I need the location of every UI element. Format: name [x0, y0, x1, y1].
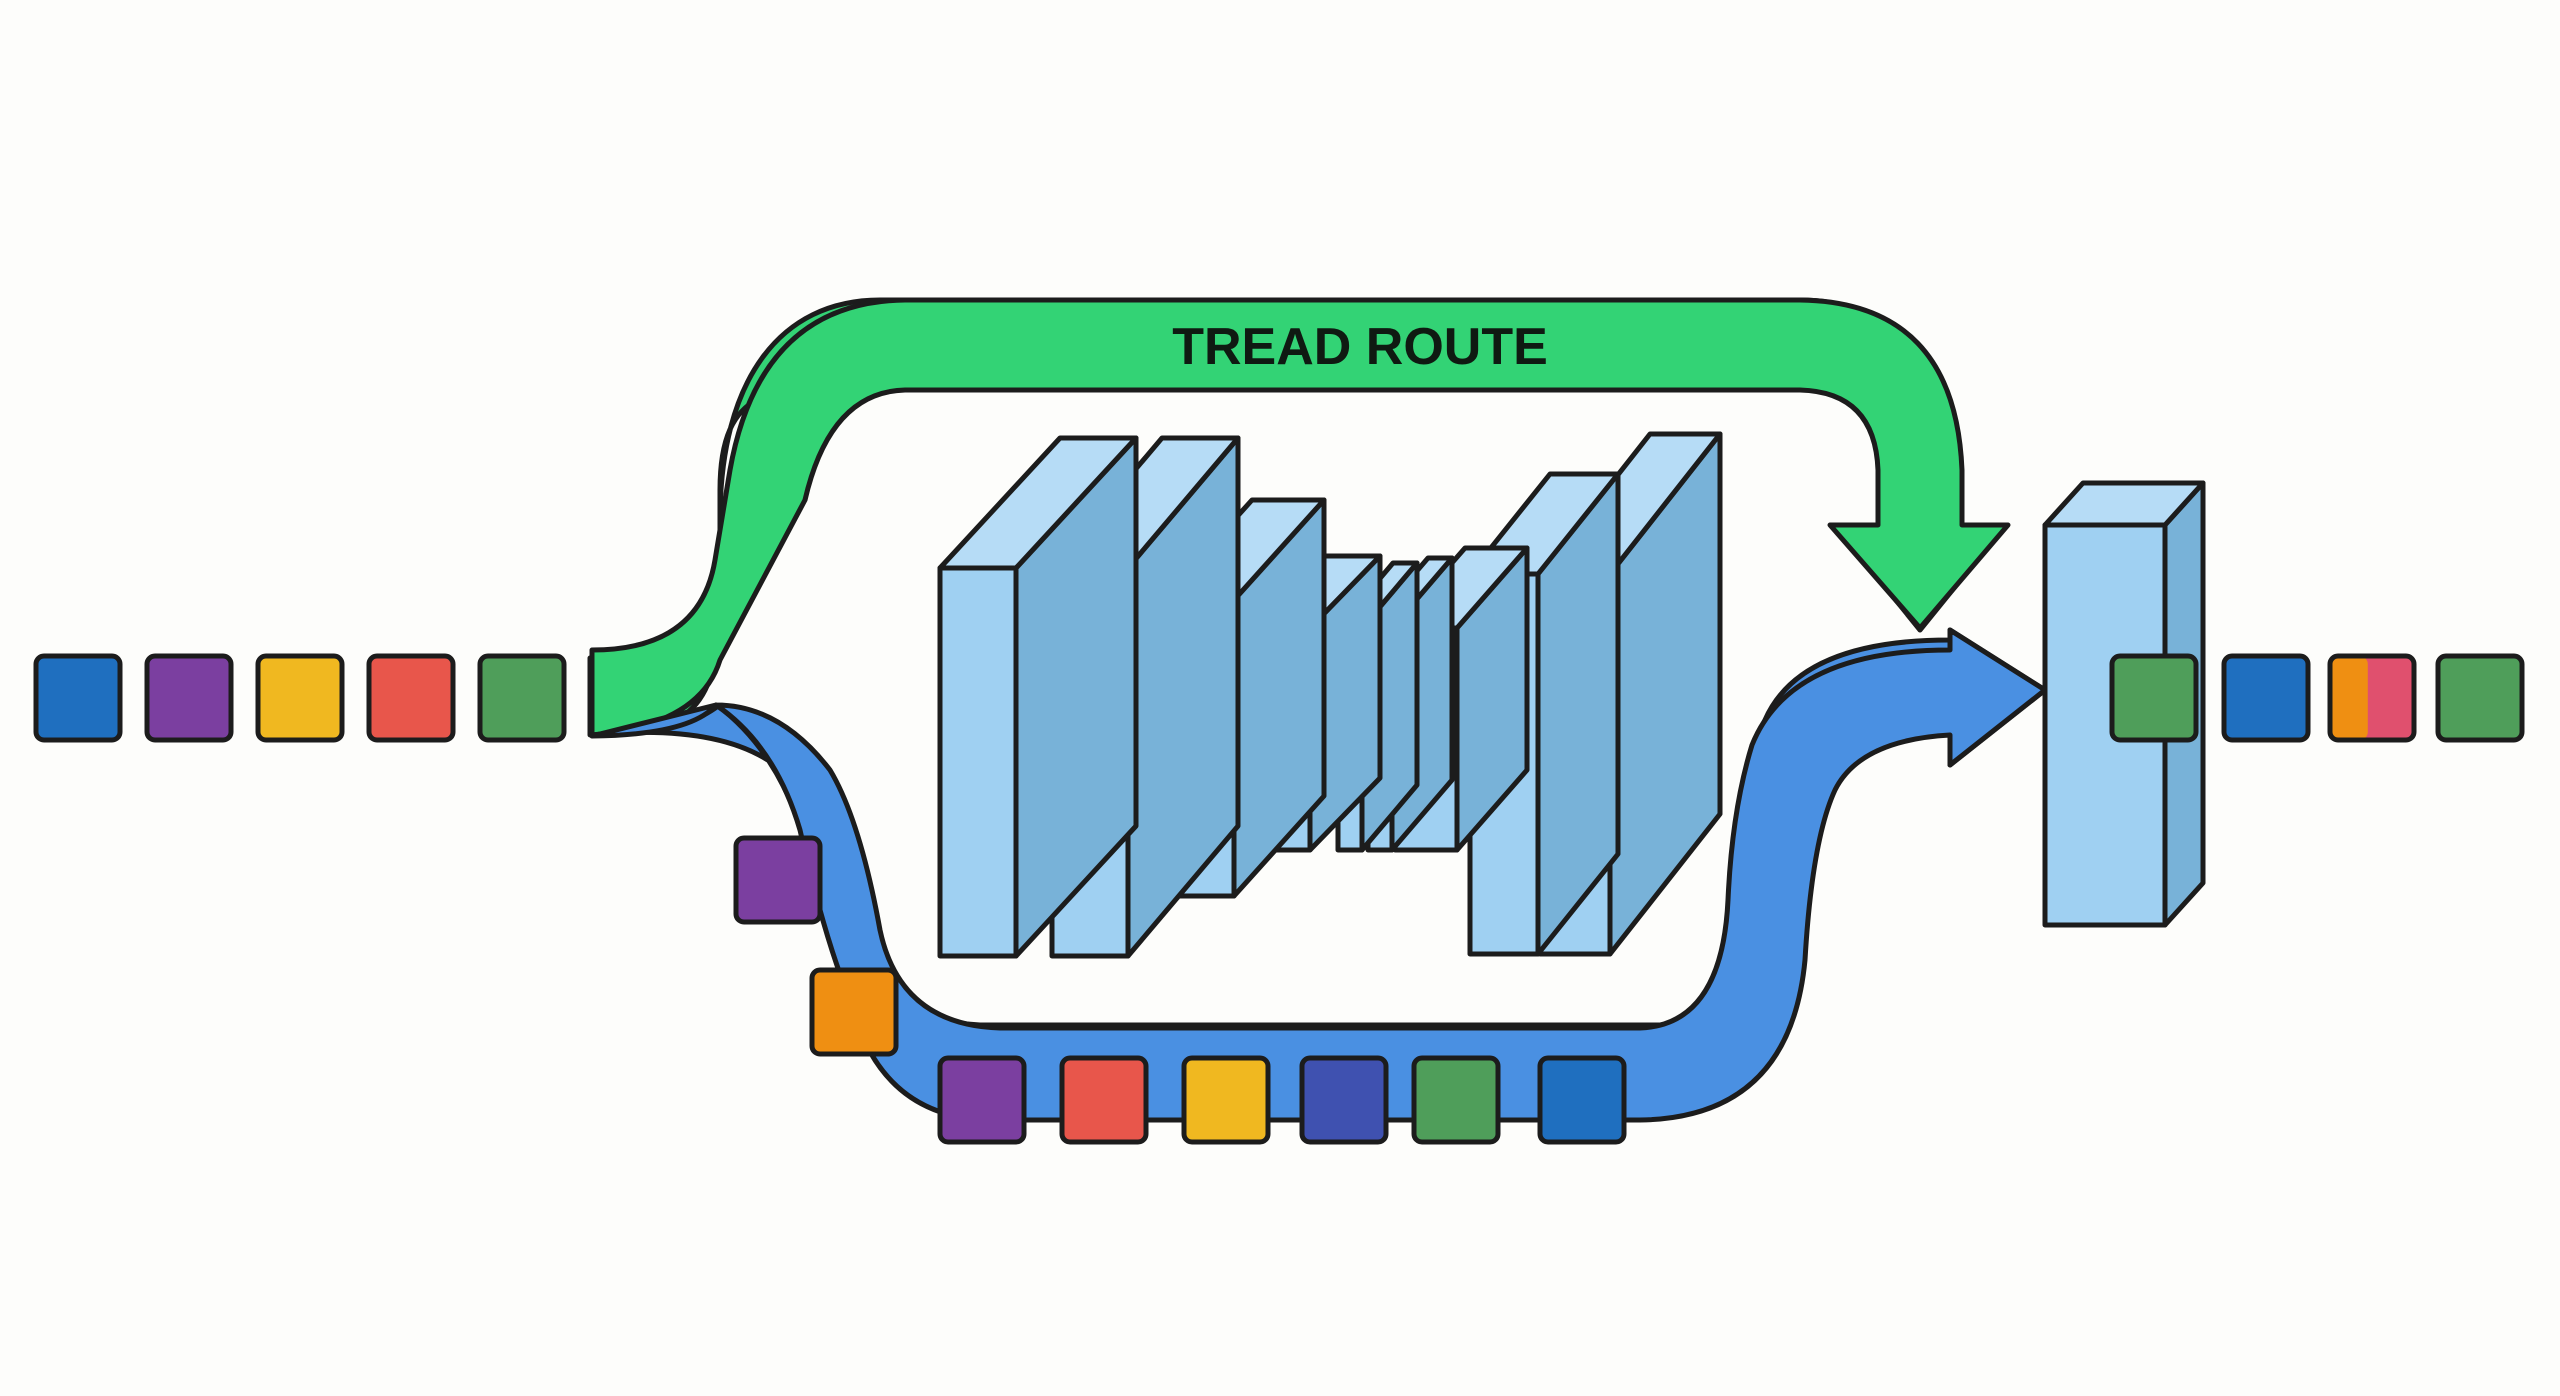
input-token-red [366, 653, 456, 743]
tread-route-shape [589, 297, 2011, 738]
route-token-blue [1537, 1055, 1627, 1145]
route-token-indigo [1299, 1055, 1389, 1145]
output-token-green [2435, 653, 2525, 743]
input-token-green [477, 653, 567, 743]
encoder-slab-1 [937, 435, 1139, 959]
main-route-token-sequence [733, 835, 1627, 1145]
route-token-purple [733, 835, 823, 925]
input-token-purple [144, 653, 234, 743]
input-token-yellow [255, 653, 345, 743]
output-token-blue [2221, 653, 2311, 743]
output-token-orange-pink [2327, 653, 2417, 743]
input-token-blue [33, 653, 123, 743]
input-token-sequence [33, 653, 567, 743]
route-token-orange [809, 967, 899, 1057]
encoder-decoder-stack [937, 431, 1723, 959]
route-token-red [1059, 1055, 1149, 1145]
output-token-green [2109, 653, 2199, 743]
tread-route-label: TREAD ROUTE [1172, 318, 1548, 376]
route-token-green [1411, 1055, 1501, 1145]
route-token-purple [937, 1055, 1027, 1145]
output-token-sequence [2109, 653, 2525, 743]
route-token-yellow [1181, 1055, 1271, 1145]
